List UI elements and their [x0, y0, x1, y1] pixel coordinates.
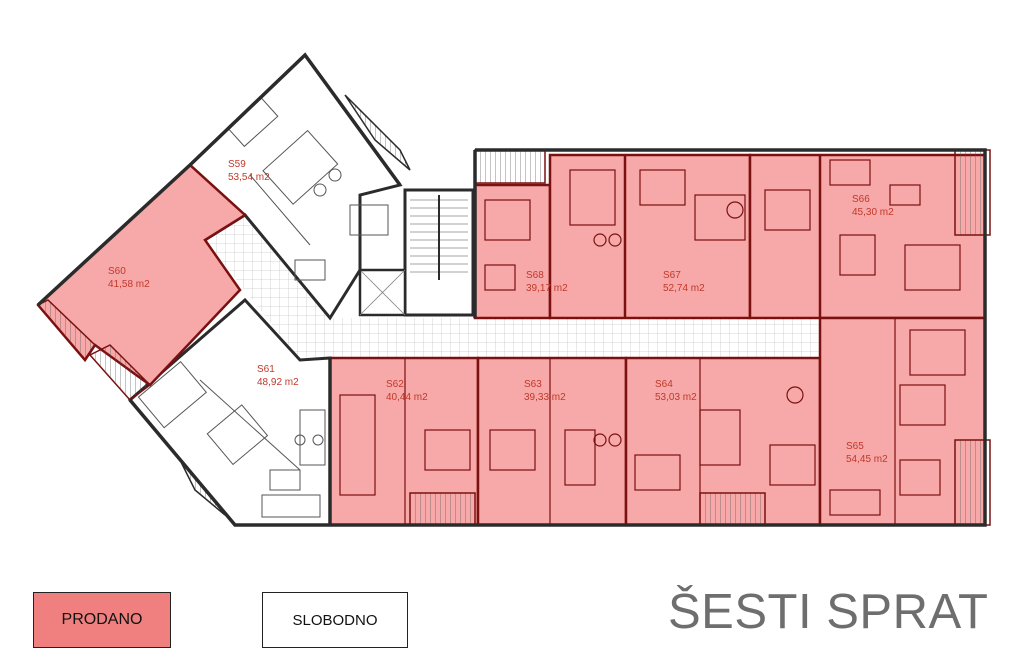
label-s62-id: S62: [386, 379, 404, 390]
label-s63-area: 39,33 m2: [524, 392, 566, 403]
label-s68-area: 39,17 m2: [526, 283, 568, 294]
label-s67-id: S67: [663, 270, 681, 281]
label-s66-id: S66: [852, 194, 870, 205]
corridor: [205, 215, 860, 360]
label-s59-id: S59: [228, 159, 246, 170]
label-s64-id: S64: [655, 379, 673, 390]
interior-walls: [339, 155, 966, 525]
structural-walls: [36, 52, 987, 527]
apartment-labels: S59 53,54 m2 S60 41,58 m2 S61 48,92 m2 S…: [108, 159, 894, 465]
floor-plan: S59 53,54 m2 S60 41,58 m2 S61 48,92 m2 S…: [36, 52, 991, 527]
label-s60-id: S60: [108, 266, 126, 277]
label-s60-area: 41,58 m2: [108, 279, 150, 290]
label-s61-area: 48,92 m2: [257, 377, 299, 388]
floor-title: ŠESTI SPRAT: [668, 585, 989, 639]
stairwell: [358, 188, 475, 317]
legend-free: SLOBODNO: [262, 592, 408, 648]
apartment-s66[interactable]: [748, 153, 987, 320]
apartment-s67[interactable]: [548, 153, 752, 320]
label-s68-id: S68: [526, 270, 544, 281]
label-s61-id: S61: [257, 364, 275, 375]
apartment-s63[interactable]: [476, 356, 628, 527]
label-s63-id: S63: [524, 379, 542, 390]
label-s67-area: 52,74 m2: [663, 283, 705, 294]
label-s65-id: S65: [846, 441, 864, 452]
label-s59-area: 53,54 m2: [228, 172, 270, 183]
apartment-s68[interactable]: [473, 183, 552, 320]
legend-sold: PRODANO: [33, 592, 171, 648]
label-s66-area: 45,30 m2: [852, 207, 894, 218]
label-s65-area: 54,45 m2: [846, 454, 888, 465]
label-s64-area: 53,03 m2: [655, 392, 697, 403]
label-s62-area: 40,44 m2: [386, 392, 428, 403]
